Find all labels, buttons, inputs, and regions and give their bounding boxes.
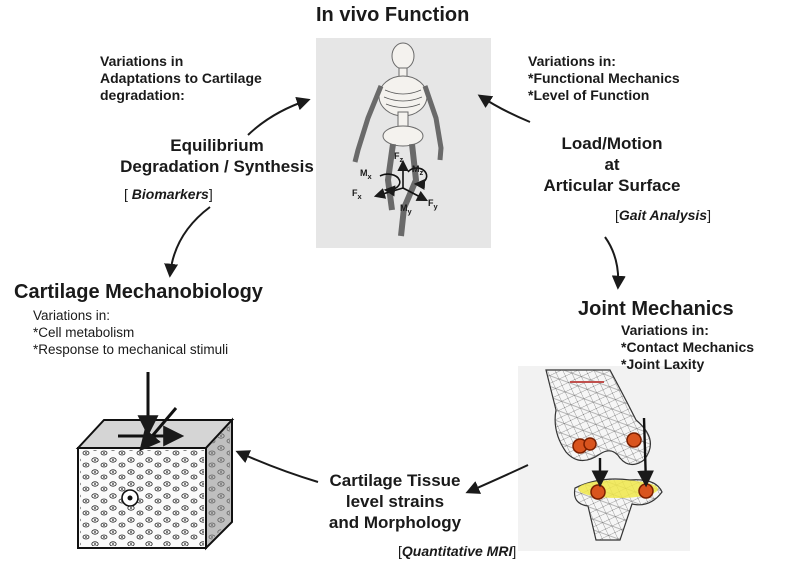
biomarkers-label: Biomarkers bbox=[132, 186, 209, 202]
joint-mechanics-line: *Joint Laxity bbox=[621, 356, 754, 373]
force-label-fx: Fx bbox=[352, 188, 362, 201]
left-top-variations: Variations in Adaptations to Cartilage d… bbox=[100, 53, 262, 104]
in-vivo-function-title: In vivo Function bbox=[316, 4, 469, 27]
right-top-line: *Functional Mechanics bbox=[528, 70, 680, 87]
loading-arrows bbox=[118, 372, 180, 448]
joint-mechanics-variations: Variations in: *Contact Mechanics *Joint… bbox=[621, 322, 754, 373]
load-motion-label: Load/Motion at Articular Surface bbox=[514, 133, 710, 196]
mechanobiology-variations: Variations in: *Cell metabolism *Respons… bbox=[33, 307, 228, 358]
gait-analysis-label: Gait Analysis bbox=[619, 207, 707, 223]
mechanobiology-line: *Cell metabolism bbox=[33, 324, 228, 341]
tissue-line: level strains bbox=[300, 491, 490, 512]
quantitative-mri-bracket: [Quantitative MRI] bbox=[398, 543, 516, 559]
tissue-line: and Morphology bbox=[300, 512, 490, 533]
moment-label-mz: Mz bbox=[412, 164, 423, 177]
moment-label-my: My bbox=[400, 203, 412, 216]
equilibrium-line: Degradation / Synthesis bbox=[112, 156, 322, 177]
equilibrium-label: Equilibrium Degradation / Synthesis bbox=[112, 135, 322, 177]
left-top-line: degradation: bbox=[100, 87, 262, 104]
left-top-line: Adaptations to Cartilage bbox=[100, 70, 262, 87]
tissue-line: Cartilage Tissue bbox=[300, 470, 490, 491]
joint-mechanics-line: Variations in: bbox=[621, 322, 754, 339]
equilibrium-line: Equilibrium bbox=[112, 135, 322, 156]
load-motion-line: Load/Motion bbox=[514, 133, 710, 154]
cartilage-mechanobiology-title: Cartilage Mechanobiology bbox=[14, 281, 263, 304]
mechanobiology-line: *Response to mechanical stimuli bbox=[33, 341, 228, 358]
knee-joint-image bbox=[518, 366, 690, 551]
cartilage-block bbox=[78, 420, 232, 548]
joint-mechanics-line: *Contact Mechanics bbox=[621, 339, 754, 356]
moment-label-mx: Mx bbox=[360, 168, 372, 181]
cartilage-tissue-label: Cartilage Tissue level strains and Morph… bbox=[300, 470, 490, 533]
force-label-fy: Fy bbox=[428, 198, 438, 211]
right-top-line: Variations in: bbox=[528, 53, 680, 70]
joint-mechanics-title: Joint Mechanics bbox=[578, 298, 734, 321]
force-label-fz: Fz bbox=[394, 151, 403, 164]
quantitative-mri-label: Quantitative MRI bbox=[402, 543, 512, 559]
right-top-line: *Level of Function bbox=[528, 87, 680, 104]
right-top-variations: Variations in: *Functional Mechanics *Le… bbox=[528, 53, 680, 104]
load-motion-line: at bbox=[514, 154, 710, 175]
left-top-line: Variations in bbox=[100, 53, 262, 70]
biomarkers-bracket: [ Biomarkers] bbox=[124, 186, 213, 202]
load-motion-line: Articular Surface bbox=[514, 175, 710, 196]
skeleton-image bbox=[316, 38, 491, 248]
mechanobiology-line: Variations in: bbox=[33, 307, 228, 324]
gait-analysis-bracket: [Gait Analysis] bbox=[615, 207, 711, 223]
